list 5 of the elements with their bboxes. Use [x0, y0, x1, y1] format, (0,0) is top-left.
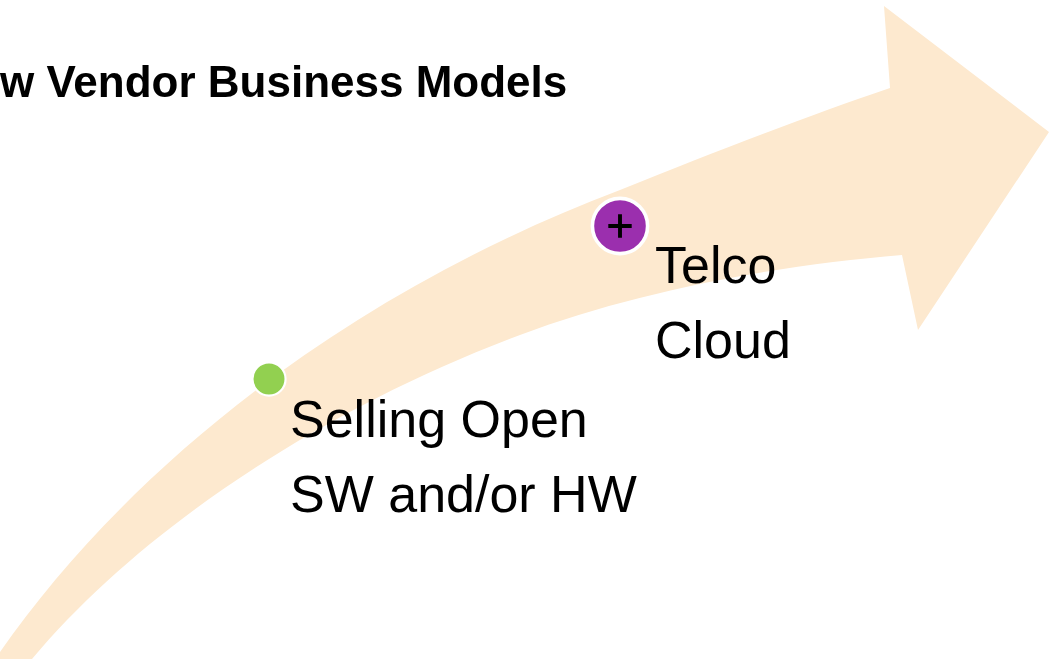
title: w Vendor Business Models [0, 60, 568, 104]
milestone-label: Selling Open SW and/or HW [290, 389, 638, 525]
circle-marker [590, 196, 650, 256]
milestone-label: Telco Cloud [655, 235, 792, 371]
circle-marker [251, 361, 287, 397]
